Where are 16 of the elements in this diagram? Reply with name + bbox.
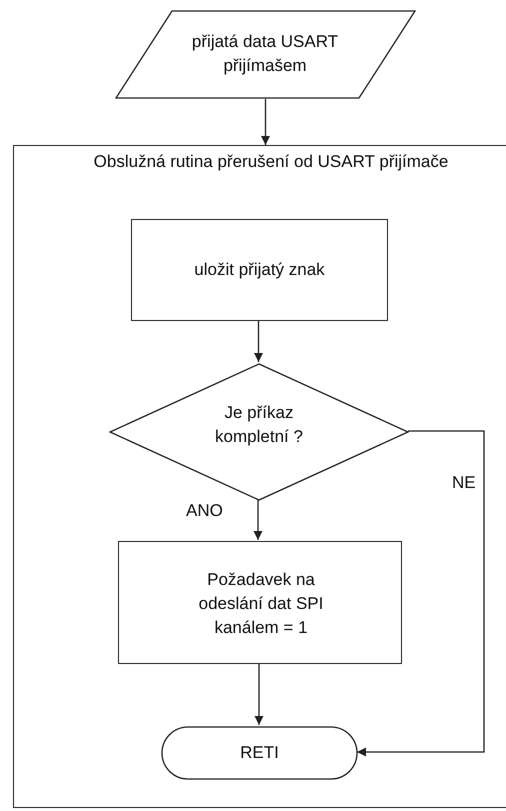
arrow — [254, 663, 264, 725]
subroutine-frame — [13, 145, 506, 808]
edge-label: NE — [452, 472, 476, 494]
edge-label: ANO — [186, 500, 223, 522]
node-label: uložit přijatý znak — [193, 259, 326, 281]
process-box — [131, 219, 388, 321]
node-label: RETI — [239, 742, 280, 764]
arrow — [254, 320, 263, 362]
arrow — [254, 500, 262, 540]
arrow — [357, 430, 485, 756]
arrow — [261, 99, 270, 145]
process-box — [118, 541, 402, 664]
node-label: přijatá data USART přijímašem — [190, 31, 340, 77]
node-label: Požadavek na odeslání dat SPI kanálem = 1 — [198, 569, 324, 639]
frame-title: Obslužná rutina přerušení od USART přijímače — [92, 151, 450, 173]
node-label: Je příkaz kompletní ? — [214, 402, 304, 448]
